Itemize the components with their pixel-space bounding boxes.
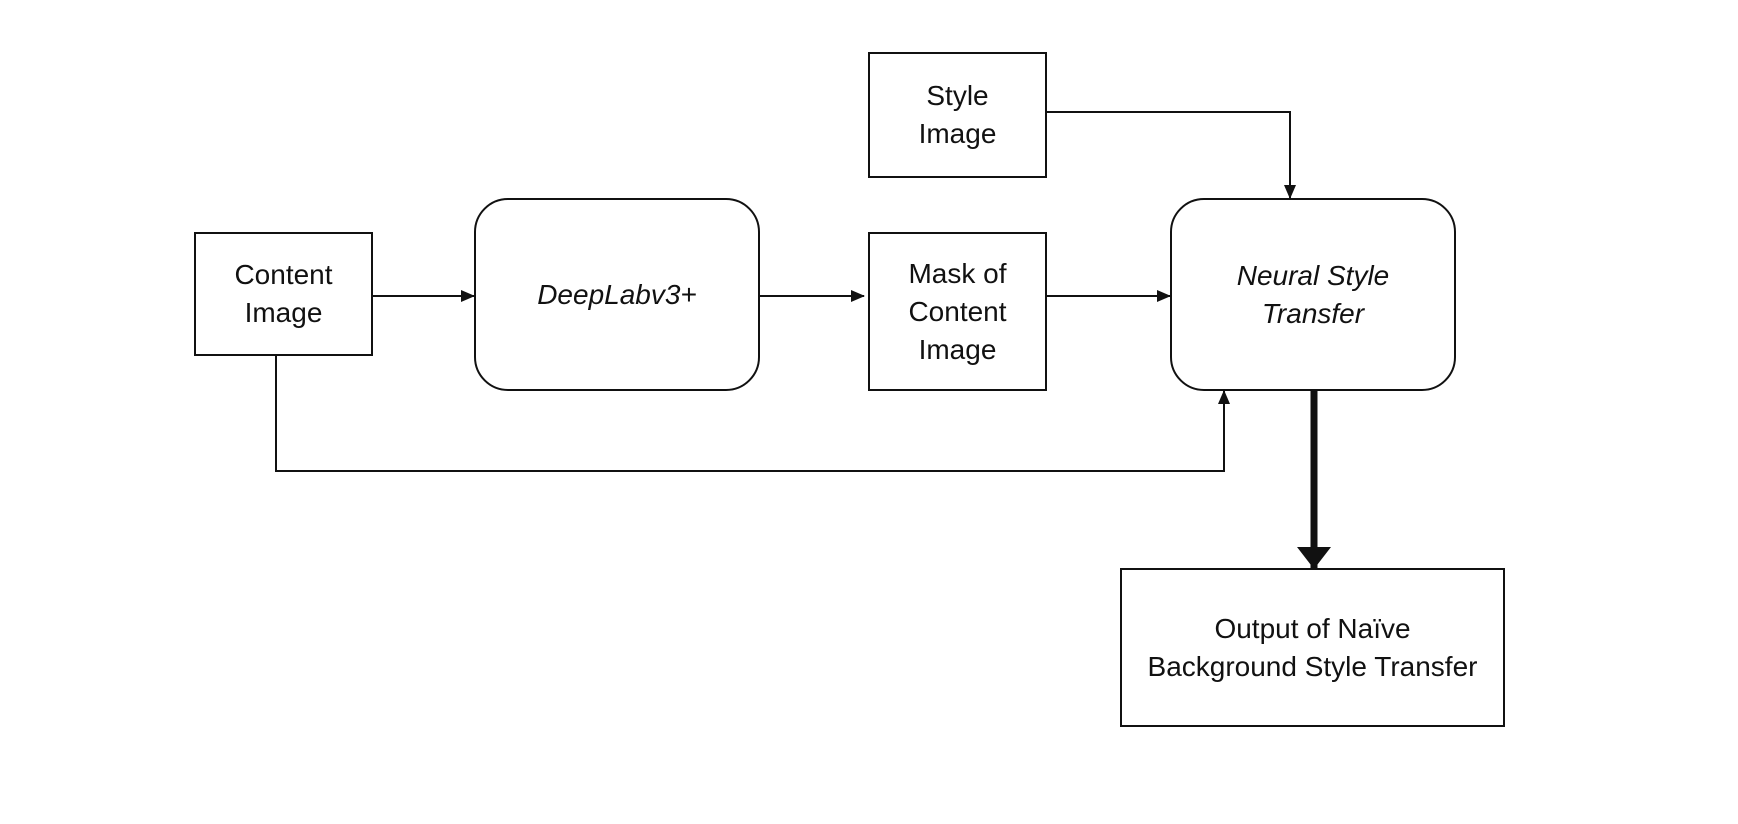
output-node: Output of Naïve Background Style Transfe… xyxy=(1120,568,1505,727)
arrow-content-bypass-to-nst xyxy=(275,355,1230,472)
arrow-style-to-nst xyxy=(1046,111,1296,199)
style-image-node: Style Image xyxy=(868,52,1047,178)
mask-label: Mask of Content Image xyxy=(908,257,1007,365)
neural-style-transfer-node: Neural Style Transfer xyxy=(1170,198,1456,391)
style-image-label: Style Image xyxy=(918,80,997,149)
content-image-label: Content Image xyxy=(234,259,333,328)
content-image-node: Content Image xyxy=(194,232,373,356)
deeplab-label: DeepLabv3+ xyxy=(537,278,697,310)
deeplab-node: DeepLabv3+ xyxy=(474,198,760,391)
neural-style-transfer-label: Neural Style Transfer xyxy=(1236,259,1390,329)
mask-node: Mask of Content Image xyxy=(868,232,1047,391)
output-label: Output of Naïve Background Style Transfe… xyxy=(1147,612,1478,682)
